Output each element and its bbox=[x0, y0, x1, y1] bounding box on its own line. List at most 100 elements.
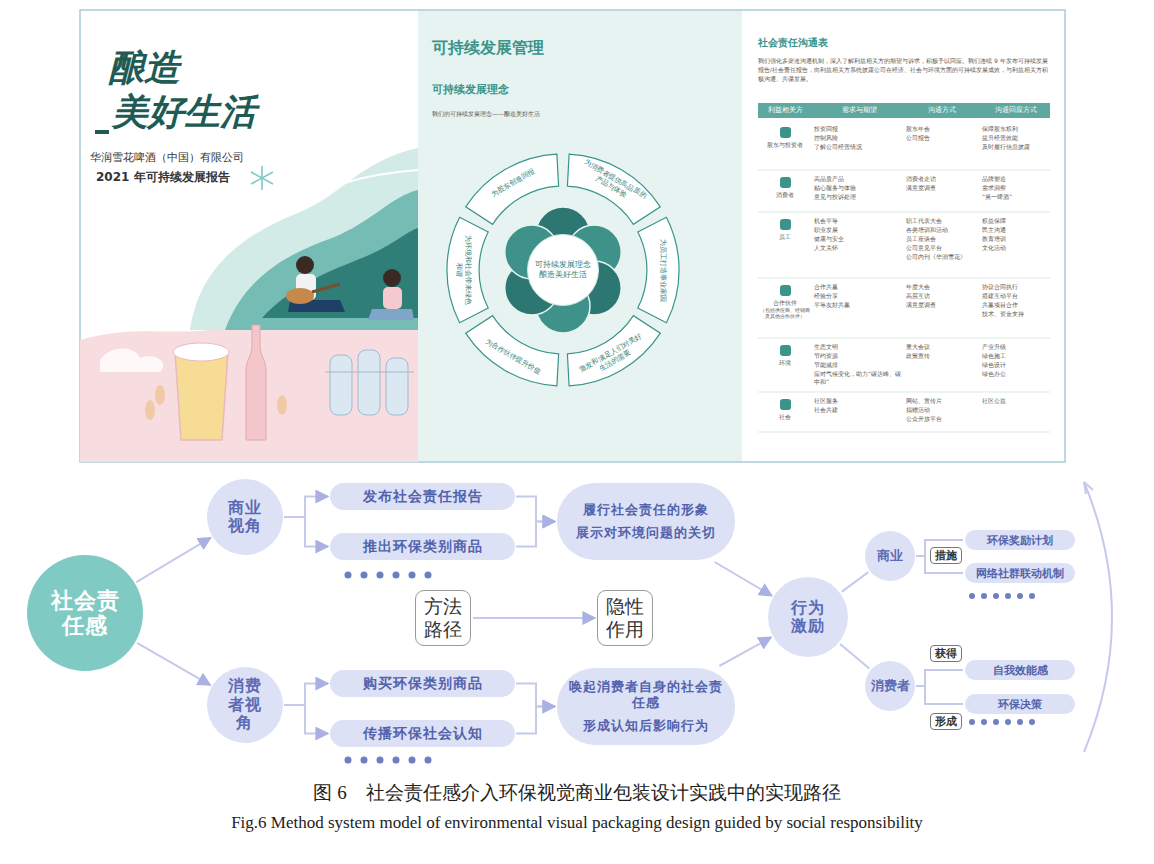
table-cell: 机会平等职业发展健康与安全人文关怀 bbox=[814, 217, 904, 253]
table-text: 社区公益 bbox=[982, 397, 1050, 405]
stakeholder-icon bbox=[780, 127, 791, 138]
perspective-circle: 商业视角 bbox=[207, 479, 283, 555]
connector bbox=[916, 686, 963, 704]
snowflake bbox=[251, 166, 273, 190]
table-text: 股东与投资者 bbox=[758, 141, 812, 149]
table-cell: 产业升级绿色施工绿色设计绿色办公 bbox=[982, 343, 1050, 379]
node-text: 形成认知后影响行为 bbox=[583, 718, 709, 734]
wave-line bbox=[300, 170, 418, 205]
connector bbox=[137, 643, 210, 685]
stakeholder-cell: 消费者 bbox=[758, 175, 812, 200]
node-text: 措施 bbox=[935, 548, 957, 563]
label-text: 2021 年可持续发展报告 bbox=[96, 169, 230, 186]
table-text: 需求洞察 bbox=[982, 184, 1050, 192]
head bbox=[383, 269, 401, 287]
node-text: 环保奖励计划 bbox=[987, 533, 1053, 548]
table-text: 民主沟通 bbox=[982, 226, 1050, 234]
connector bbox=[516, 497, 555, 522]
node-text: 履行社会责任的形象 bbox=[583, 502, 709, 518]
node-text: 酿造美好生活 bbox=[539, 270, 587, 280]
core-circle: 可持续发展理念酿造美好生活 bbox=[527, 234, 599, 306]
table-text: 品牌塑造 bbox=[982, 175, 1050, 183]
table-cell: 网站、宣传片捐赠活动公众开放平台 bbox=[906, 397, 978, 424]
cloud bbox=[100, 348, 163, 372]
node-text: 推出环保类别商品 bbox=[363, 538, 483, 556]
connector bbox=[916, 670, 963, 686]
label-text: Fig.6 Method system model of environment… bbox=[0, 812, 1154, 834]
label-text: 可持续发展理念 bbox=[432, 82, 509, 97]
wheat bbox=[155, 385, 165, 405]
table-text: 应对气候变化，助力“碳达峰、碳中和” bbox=[814, 370, 904, 386]
ring-segment bbox=[638, 217, 679, 322]
connector bbox=[516, 522, 555, 547]
node-text: 购买环保类别商品 bbox=[363, 675, 483, 693]
table-text: 重大会议 bbox=[906, 343, 978, 351]
table-text: 教育培训 bbox=[982, 235, 1050, 243]
table-text: 健康与安全 bbox=[814, 235, 904, 243]
table-cell: 高品质产品贴心服务与体验意见与投诉处理 bbox=[814, 175, 904, 202]
tank bbox=[386, 358, 408, 415]
table-text: 绿色设计 bbox=[982, 361, 1050, 369]
table-text: 共赢项目合作 bbox=[982, 301, 1050, 309]
table-cell: 权益保障民主沟通教育培训文化活动 bbox=[982, 217, 1050, 253]
table-text: 了解公司经营情况 bbox=[814, 143, 904, 151]
ring-segment bbox=[447, 217, 488, 322]
table-cell: 社区公益 bbox=[982, 397, 1050, 406]
process-pill: 传播环保社会认知 bbox=[330, 720, 515, 747]
table-text: 技术、资金支持 bbox=[982, 310, 1050, 318]
node-text: 获得 bbox=[935, 646, 957, 661]
node-text: 唤起消费者自身的社会责任感 bbox=[567, 679, 725, 712]
node-text: 环保决策 bbox=[998, 697, 1042, 712]
table-text: 绿色办公 bbox=[982, 370, 1050, 378]
connector bbox=[840, 644, 869, 669]
table-text: 及时履行信息披露 bbox=[982, 143, 1050, 151]
table-text: 提升经营效能 bbox=[982, 134, 1050, 142]
actor-circle: 消费者 bbox=[865, 661, 915, 711]
stakeholder-cell: 社会 bbox=[758, 397, 812, 422]
table-cell: 合作共赢经验分享平等友好共赢 bbox=[814, 283, 904, 310]
table-cell: 社区服务社会共建 bbox=[814, 397, 904, 415]
stakeholder-cell: 员工 bbox=[758, 217, 812, 242]
table-cell: 协议合同执行搭建互动平台共赢项目合作技术、资金支持 bbox=[982, 283, 1050, 319]
stakeholder-icon bbox=[780, 345, 791, 356]
table-text: 环境 bbox=[758, 359, 812, 367]
table-text: 公司报告 bbox=[906, 134, 978, 142]
stakeholder-icon bbox=[780, 399, 791, 410]
body bbox=[383, 287, 402, 309]
connector bbox=[715, 562, 772, 596]
bottle bbox=[246, 325, 266, 440]
stakeholder-icon bbox=[780, 177, 791, 188]
table-text: 协议合同执行 bbox=[982, 283, 1050, 291]
actor-circle: 商业 bbox=[865, 531, 915, 581]
ring-label: 激发和满足人们对美好生活的需要 bbox=[577, 331, 650, 383]
table-text: 合作伙伴 bbox=[758, 299, 812, 307]
table-cell: 重大会议政策宣传 bbox=[906, 343, 978, 361]
table-text: 贴心服务与体验 bbox=[814, 184, 904, 192]
table-text: 节约资源 bbox=[814, 352, 904, 360]
table-text: 控制风险 bbox=[814, 134, 904, 142]
figure-caption: 图 6 社会责任感介入环保视觉商业包装设计实践中的实现路径 bbox=[0, 781, 1154, 805]
table-text: 人文关怀 bbox=[814, 244, 904, 252]
table-header-bar bbox=[758, 103, 1050, 118]
effect-pill: 唤起消费者自身的社会责任感形成认知后影响行为 bbox=[557, 668, 735, 745]
table-text: 文化活动 bbox=[982, 244, 1050, 252]
process-pill: 购买环保类别商品 bbox=[330, 670, 515, 697]
stakeholder-icon bbox=[780, 285, 791, 296]
table-text: 社会共建 bbox=[814, 406, 904, 414]
table-text: 经验分享 bbox=[814, 292, 904, 300]
wave bbox=[262, 228, 418, 318]
result-pill: 网络社群联动机制 bbox=[965, 563, 1075, 583]
node-text: 可持续发展理念 bbox=[535, 260, 591, 270]
tag-box: 措施 bbox=[930, 547, 962, 564]
label-text: 美好生活 bbox=[112, 88, 256, 137]
pink-ground bbox=[80, 321, 418, 462]
node-text: 行为激励 bbox=[790, 599, 827, 636]
table-text: （包括供应商、经销商及其他合作伙伴） bbox=[758, 308, 812, 320]
table-text: 社会 bbox=[758, 413, 812, 421]
node-text: 网络社群联动机制 bbox=[976, 566, 1064, 581]
stakeholder-icon bbox=[780, 219, 791, 230]
label-text: 沟通回应方式 bbox=[982, 106, 1050, 115]
guitar bbox=[286, 288, 314, 304]
tank bbox=[358, 350, 380, 415]
table-text: 节能减排 bbox=[814, 361, 904, 369]
